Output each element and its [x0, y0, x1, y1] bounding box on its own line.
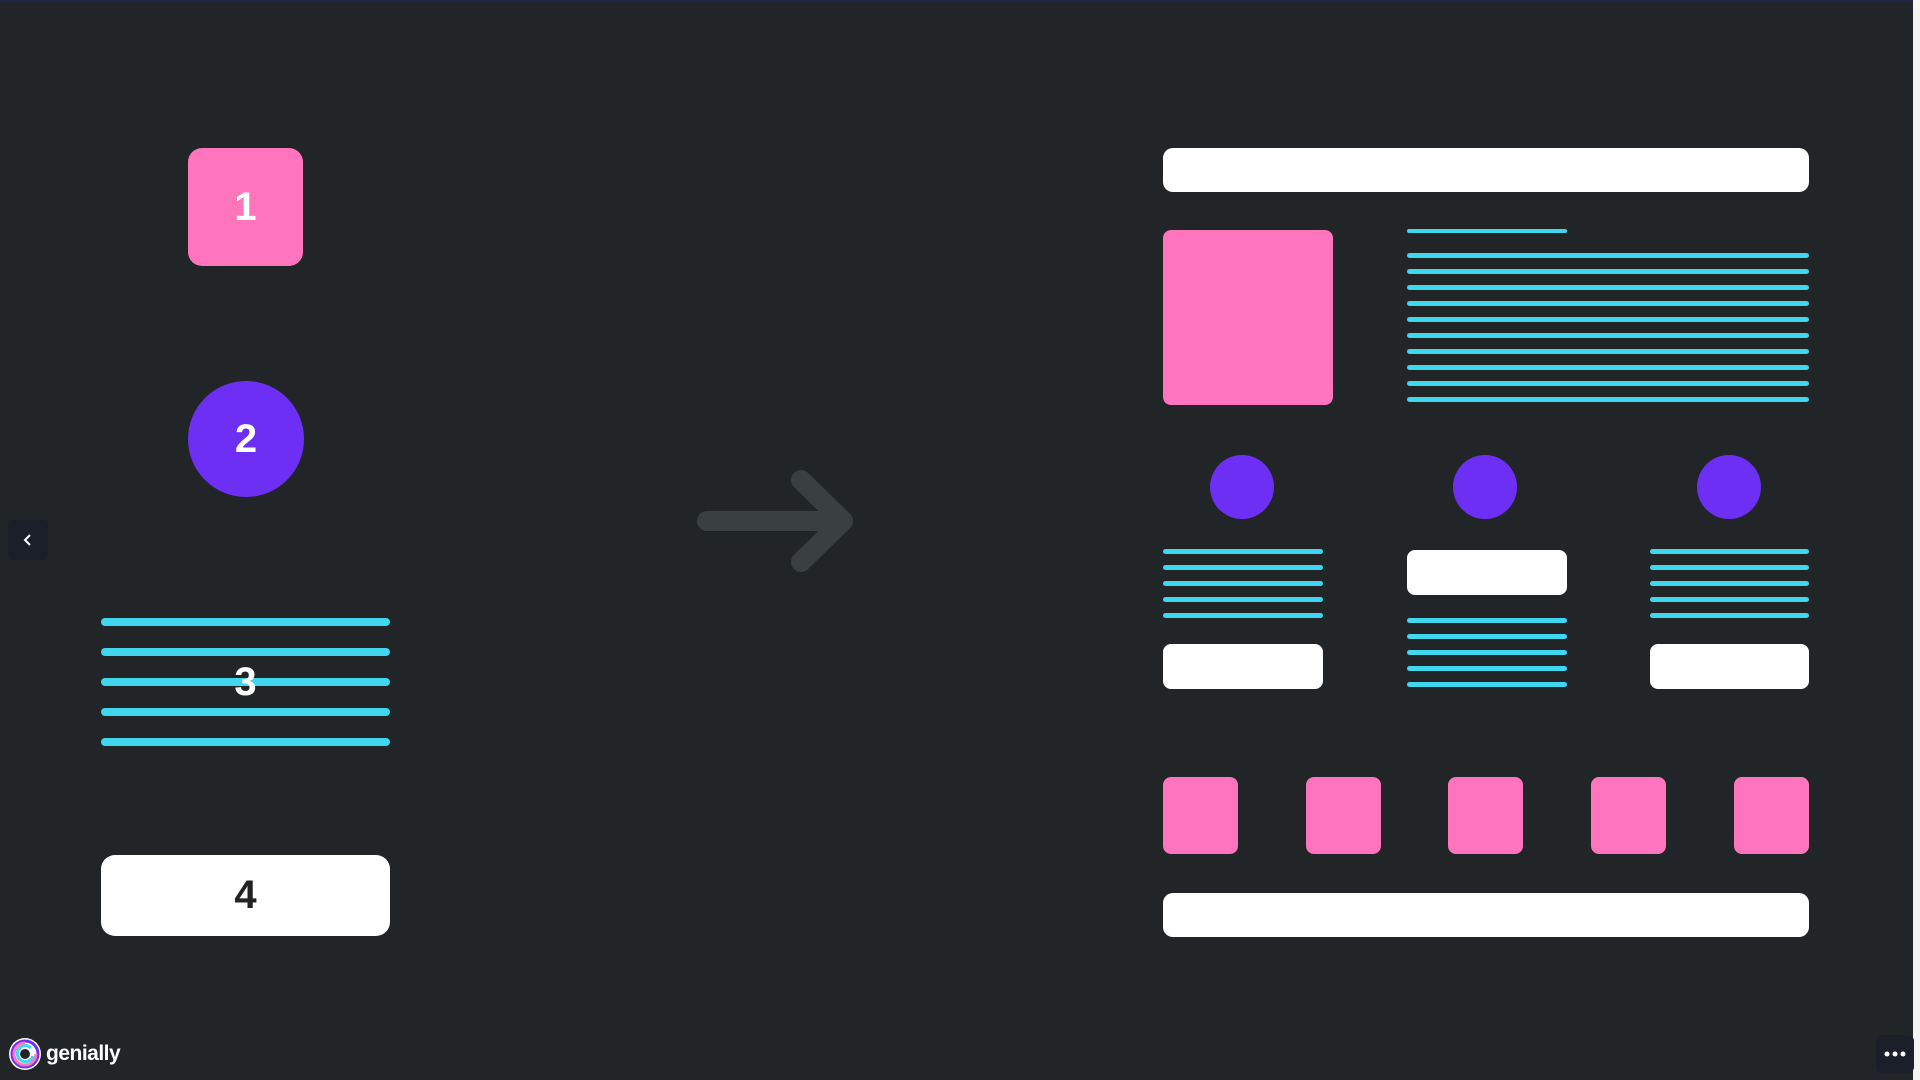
wireframe-text-line [1650, 597, 1809, 602]
right-edge [1913, 0, 1920, 1080]
text-line [101, 678, 390, 686]
previous-slide-button[interactable] [8, 520, 48, 560]
wireframe-icon-circle [1210, 455, 1274, 519]
wireframe-icon-circle [1697, 455, 1761, 519]
legend-image-box: 1 [188, 148, 303, 266]
wireframe-button [1650, 644, 1809, 689]
wireframe-text-line [1407, 269, 1809, 274]
legend-number-2: 2 [234, 416, 258, 461]
legend-button-box: 4 [101, 855, 390, 936]
text-line [101, 618, 390, 626]
logo-text: genially [46, 1042, 121, 1065]
wireframe-text-line [1650, 581, 1809, 586]
wireframe-text-line [1163, 565, 1323, 570]
wireframe-text-line [1407, 634, 1567, 639]
more-options-button[interactable] [1876, 1035, 1914, 1073]
wireframe-text-line [1407, 397, 1809, 402]
text-line [101, 738, 390, 746]
text-line [101, 708, 390, 716]
wireframe-text-line [1407, 285, 1809, 290]
wireframe-heading-line [1407, 229, 1567, 233]
wireframe-text-line [1407, 618, 1567, 623]
legend-number-4: 4 [234, 873, 257, 917]
wireframe-text-line [1407, 349, 1809, 354]
wireframe-image-block [1163, 230, 1333, 405]
wireframe-text-line [1163, 581, 1323, 586]
wireframe-text-line [1407, 301, 1809, 306]
wireframe-text-line [1650, 613, 1809, 618]
wireframe-text-line [1407, 253, 1809, 258]
wireframe-thumbnail [1448, 777, 1523, 854]
arrow-right-icon [697, 470, 853, 572]
wireframe-text-line [1407, 381, 1809, 386]
wireframe-thumbnail [1734, 777, 1809, 854]
legend-text-lines: 3 [101, 618, 390, 752]
wireframe-text-line [1407, 333, 1809, 338]
wireframe-thumbnail [1591, 777, 1666, 854]
wireframe-thumbnail [1306, 777, 1381, 854]
legend-number-1: 1 [234, 184, 257, 229]
wireframe-text-line [1163, 613, 1323, 618]
text-line [101, 648, 390, 656]
wireframe-icon-circle [1453, 455, 1517, 519]
wireframe-text-line [1407, 650, 1567, 655]
wireframe-text-line [1163, 597, 1323, 602]
wireframe-text-line [1650, 549, 1809, 554]
wireframe-button [1407, 550, 1567, 595]
wireframe-text-line [1407, 365, 1809, 370]
wireframe-button [1163, 644, 1323, 689]
chevron-left-icon [23, 534, 31, 546]
more-horizontal-icon [1884, 1051, 1906, 1057]
wireframe-header-bar [1163, 148, 1809, 192]
wireframe-footer-bar [1163, 893, 1809, 937]
wireframe-text-line [1407, 666, 1567, 671]
wireframe-text-line [1163, 549, 1323, 554]
genially-logo-icon [9, 1038, 41, 1070]
wireframe-text-line [1650, 565, 1809, 570]
wireframe-text-line [1407, 317, 1809, 322]
legend-number-3: 3 [234, 660, 257, 704]
wireframe-text-line [1407, 682, 1567, 687]
genially-logo[interactable]: genially [8, 1036, 121, 1072]
top-edge [0, 0, 1920, 2]
wireframe-thumbnail [1163, 777, 1238, 854]
legend-icon-circle: 2 [188, 381, 304, 497]
